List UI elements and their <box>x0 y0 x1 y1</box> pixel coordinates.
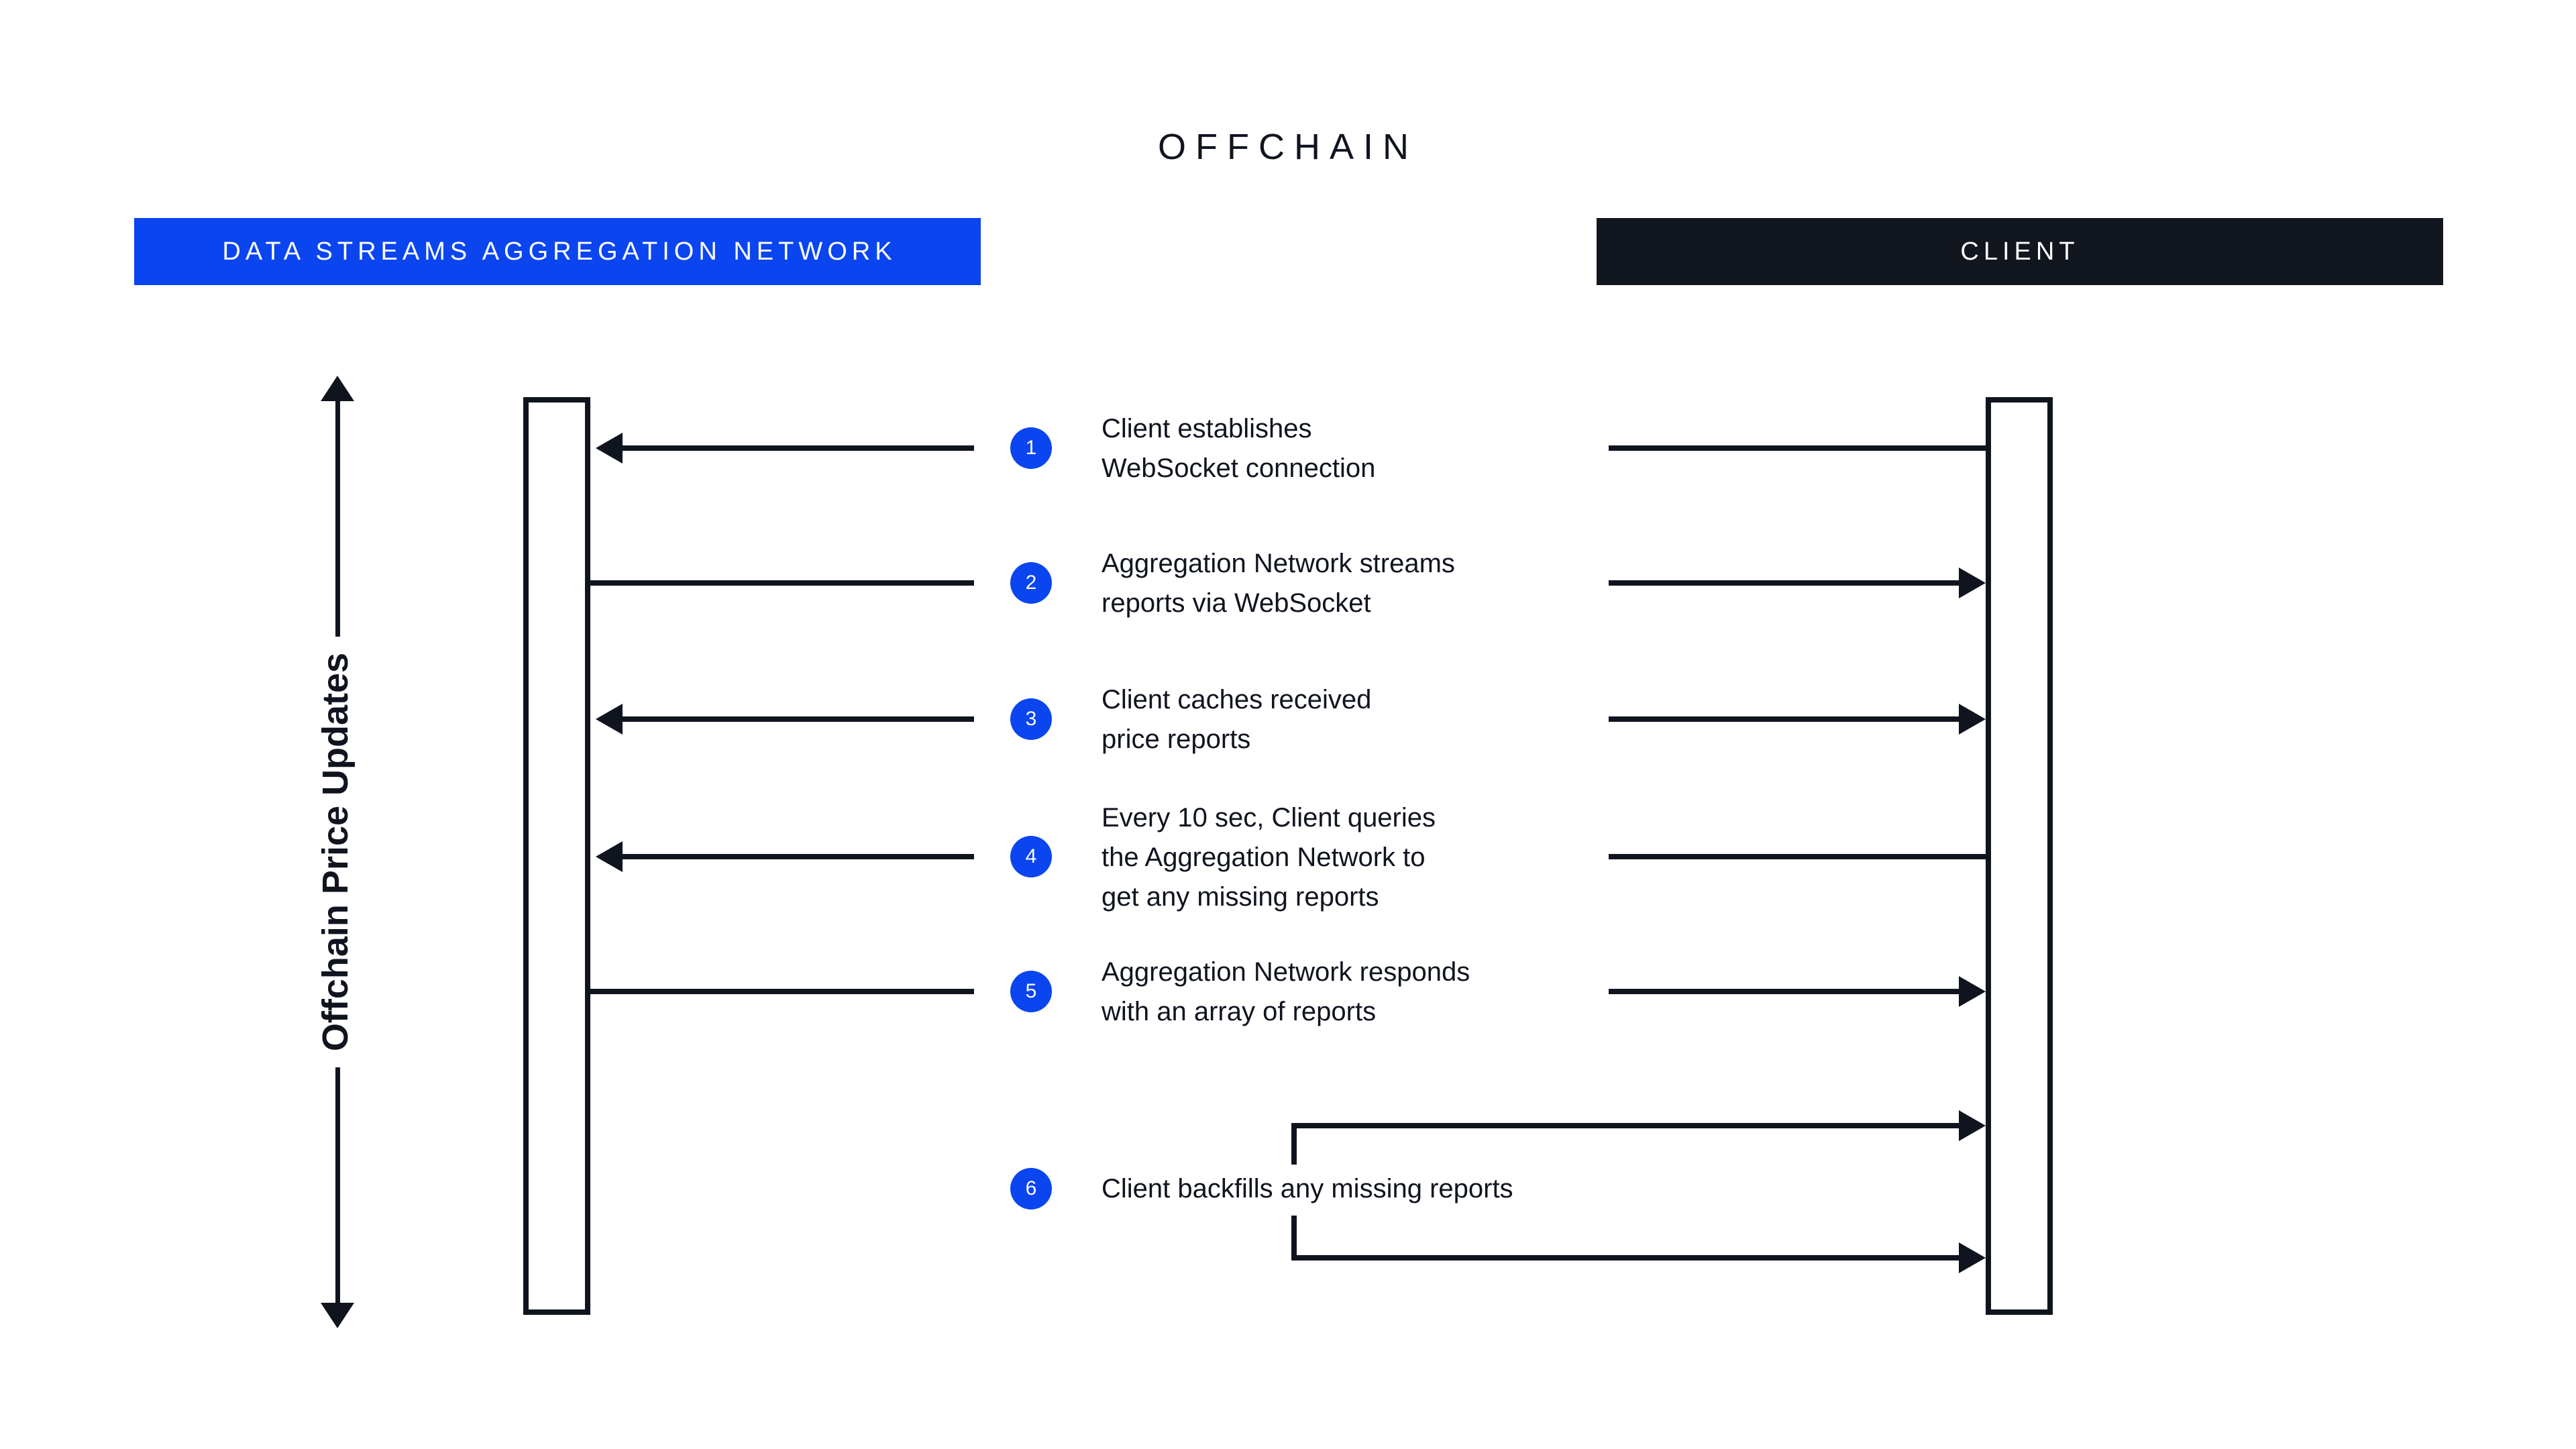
step-2-right-line <box>1609 580 1962 586</box>
step-4-left-line <box>623 854 974 859</box>
axis-label: Offchain Price Updates <box>315 636 356 1068</box>
step-text-1: Client establishes WebSocket connection <box>1102 414 1376 483</box>
step-5-right-line <box>1609 989 1962 994</box>
step-3-arrowhead-left-icon <box>596 704 623 735</box>
step-badge-3: 3 <box>1010 698 1052 740</box>
step-3-arrowhead-right-icon <box>1959 704 1986 735</box>
step-badge-5: 5 <box>1010 971 1052 1012</box>
arrow-down-icon <box>321 1303 354 1328</box>
step-2-arrowhead-right-icon <box>1959 568 1986 598</box>
step-3-left-line <box>623 716 974 722</box>
offchain-price-updates-axis: Offchain Price Updates <box>278 376 392 1328</box>
step-6-lower-stub <box>1291 1216 1297 1258</box>
step-badge-2: 2 <box>1010 562 1052 604</box>
step-text-3: Client caches received price reports <box>1102 685 1372 754</box>
step-badge-1: 1 <box>1010 427 1052 469</box>
step-1-left-line <box>623 445 974 451</box>
step-text-2: Aggregation Network streams reports via … <box>1102 549 1455 618</box>
step-badge-6: 6 <box>1010 1168 1052 1210</box>
step-5-left-line <box>588 989 974 994</box>
step-text-6: Client backfills any missing reports <box>1102 1174 1513 1203</box>
step-text-4: Every 10 sec, Client queries the Aggrega… <box>1102 803 1436 912</box>
step-1-right-line <box>1609 445 1988 451</box>
lifeline-aggregation-network <box>523 397 590 1315</box>
step-2-left-line <box>588 580 974 586</box>
step-6-lower-line <box>1291 1255 1962 1260</box>
step-1-arrowhead-left-icon <box>596 433 623 464</box>
step-6-upper-arrowhead-right-icon <box>1959 1110 1986 1141</box>
step-4-arrowhead-left-icon <box>596 841 623 872</box>
step-5-arrowhead-right-icon <box>1959 976 1986 1007</box>
lane-header-client: CLIENT <box>1597 218 2443 285</box>
step-badge-4: 4 <box>1010 836 1052 877</box>
lifeline-client <box>1986 397 2053 1315</box>
step-6-upper-line <box>1291 1123 1962 1128</box>
step-6-lower-arrowhead-right-icon <box>1959 1242 1986 1273</box>
lane-header-aggregation-network: DATA STREAMS AGGREGATION NETWORK <box>134 218 981 285</box>
step-3-right-line <box>1609 716 1962 722</box>
step-6-upper-stub <box>1291 1123 1297 1165</box>
step-text-5: Aggregation Network responds with an arr… <box>1102 957 1470 1026</box>
page-title: OFFCHAIN <box>1158 127 1418 167</box>
step-4-right-line <box>1609 854 1988 859</box>
